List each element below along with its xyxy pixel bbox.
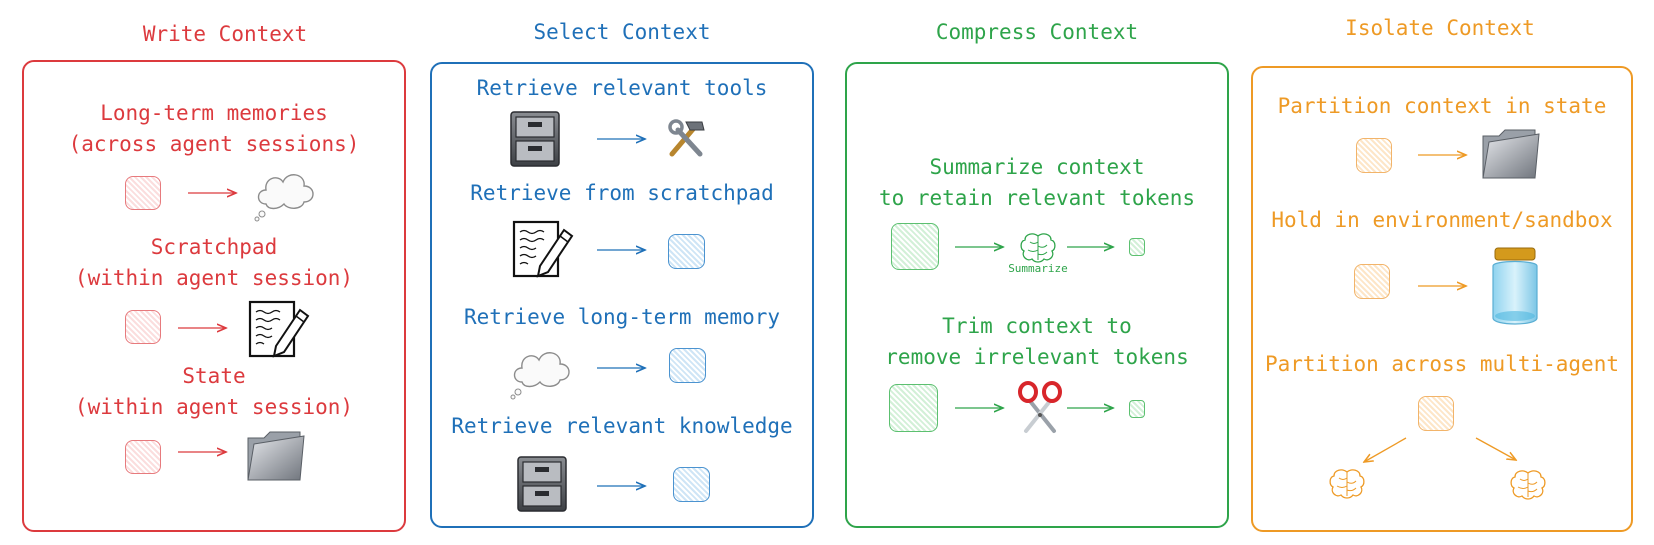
compress-item-1-label: Summarize context to retain relevant tok…	[878, 155, 1196, 210]
brain-icon	[1020, 233, 1056, 263]
context-square	[125, 440, 161, 474]
cloud-icon	[510, 352, 570, 400]
arrow-icon	[597, 245, 649, 255]
isolate-item-3-label: Partition across multi-agent	[1264, 352, 1619, 376]
file-cabinet-icon	[510, 111, 560, 167]
context-square	[673, 467, 710, 502]
context-square	[1418, 396, 1454, 431]
write-item-1-label: Long-term memories (across agent session…	[68, 101, 360, 156]
context-square	[889, 384, 938, 432]
write-item-2-label: Scratchpad (within agent session)	[74, 235, 354, 290]
compress-context-title: Compress Context	[935, 20, 1139, 44]
arrow-icon	[1360, 437, 1407, 466]
context-square	[668, 234, 705, 269]
jar-icon	[1492, 247, 1538, 325]
arrow-icon	[1067, 242, 1117, 252]
arrow-icon	[1067, 403, 1117, 413]
folder-icon	[1482, 129, 1540, 179]
folder-icon	[247, 431, 305, 481]
context-square	[125, 176, 161, 210]
write-context-title: Write Context	[142, 22, 308, 46]
select-context-title: Select Context	[533, 20, 711, 44]
select-item-1-label: Retrieve relevant tools	[476, 76, 768, 100]
arrow-icon	[1418, 150, 1470, 160]
notepad-pencil-icon	[248, 300, 310, 358]
compress-item-2-label: Trim context to remove irrelevant tokens	[885, 314, 1189, 369]
select-context-panel	[430, 62, 814, 528]
isolate-context-panel	[1251, 66, 1633, 532]
arrow-icon	[178, 447, 230, 457]
arrow-icon	[1418, 281, 1470, 291]
arrow-icon	[1475, 437, 1522, 466]
context-square	[1129, 400, 1145, 418]
summarize-caption: Summarize	[1008, 262, 1068, 275]
context-square	[125, 310, 161, 344]
arrow-icon	[955, 403, 1007, 413]
tools-icon	[668, 119, 705, 157]
isolate-item-1-label: Partition context in state	[1277, 94, 1607, 118]
select-item-3-label: Retrieve long-term memory	[463, 305, 781, 329]
brain-icon	[1329, 469, 1365, 499]
scissors-icon	[1018, 381, 1062, 433]
select-item-2-label: Retrieve from scratchpad	[470, 181, 774, 205]
arrow-icon	[188, 188, 240, 198]
arrow-icon	[597, 481, 649, 491]
context-square	[669, 348, 706, 383]
isolate-item-2-label: Hold in environment/sandbox	[1271, 208, 1613, 232]
select-item-4-label: Retrieve relevant knowledge	[451, 414, 793, 438]
context-square	[1129, 238, 1145, 256]
context-square	[1354, 264, 1390, 299]
notepad-pencil-icon	[512, 220, 574, 278]
arrow-icon	[597, 363, 649, 373]
file-cabinet-icon	[517, 456, 567, 512]
context-square	[891, 223, 939, 270]
arrow-icon	[955, 242, 1007, 252]
cloud-icon	[254, 174, 314, 222]
arrow-icon	[597, 134, 649, 144]
context-square	[1356, 138, 1392, 173]
write-context-panel	[22, 60, 406, 532]
isolate-context-title: Isolate Context	[1345, 16, 1535, 40]
compress-context-panel	[845, 62, 1229, 528]
write-item-3-label: State (within agent session)	[74, 364, 354, 419]
arrow-icon	[178, 323, 230, 333]
brain-icon	[1510, 470, 1546, 500]
